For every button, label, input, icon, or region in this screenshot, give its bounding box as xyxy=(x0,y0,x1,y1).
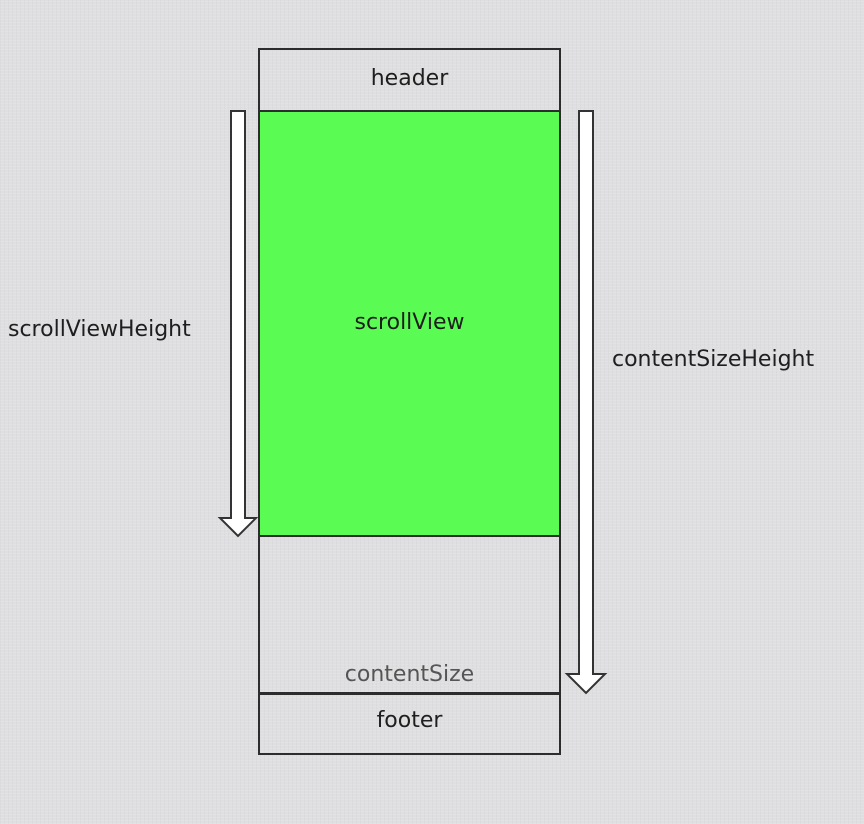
content-size-label: contentSize xyxy=(344,662,475,687)
footer-label: footer xyxy=(376,708,443,733)
scroll-view-box xyxy=(258,110,561,537)
content-size-height-arrow xyxy=(564,110,608,695)
scroll-view-label: scrollView xyxy=(354,310,465,335)
header-label: header xyxy=(370,66,449,91)
content-size-height-label: contentSizeHeight xyxy=(612,347,815,372)
footer-box xyxy=(258,692,561,755)
scroll-view-height-label: scrollViewHeight xyxy=(8,317,191,342)
scroll-view-height-arrow xyxy=(217,110,259,538)
